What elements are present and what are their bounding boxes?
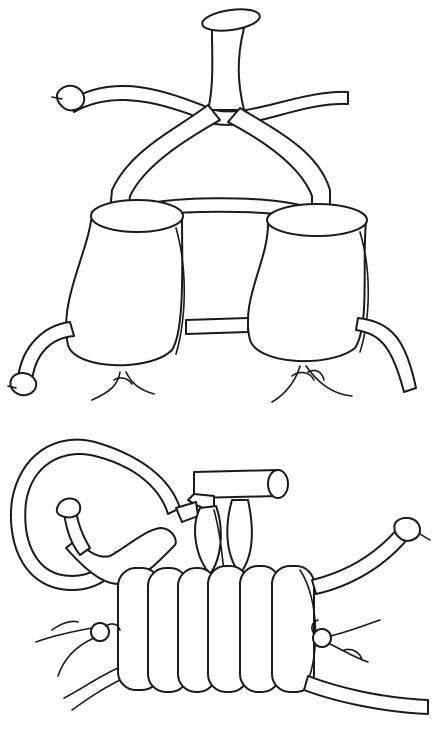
upper-bottom-connector xyxy=(186,318,248,334)
upper-left-vessel xyxy=(66,200,184,365)
upper-branches xyxy=(110,105,330,212)
upper-right-ligature xyxy=(272,366,352,402)
lower-left-small-tube-knob xyxy=(57,499,80,518)
upper-stem xyxy=(201,6,261,110)
lower-segmented-body xyxy=(118,566,316,692)
stem-top-cap xyxy=(201,6,261,34)
upper-right-vessel xyxy=(248,204,368,361)
upper-left-outlet-knob xyxy=(10,373,36,395)
lower-left-outlet xyxy=(64,668,120,710)
lower-strands xyxy=(195,500,252,574)
lower-sketch xyxy=(11,440,430,714)
lower-right-outlet xyxy=(304,676,428,714)
lower-left-small-tube xyxy=(57,499,90,556)
upper-right-outlet xyxy=(356,318,416,392)
lower-right-tube xyxy=(312,518,430,594)
lower-right-ligature xyxy=(312,620,380,662)
lower-left-ligature xyxy=(36,621,120,676)
upper-left-ligature xyxy=(92,372,154,400)
upper-sketch xyxy=(8,6,416,402)
upper-left-outlet xyxy=(8,322,74,395)
lower-right-tube-knob xyxy=(394,518,420,541)
